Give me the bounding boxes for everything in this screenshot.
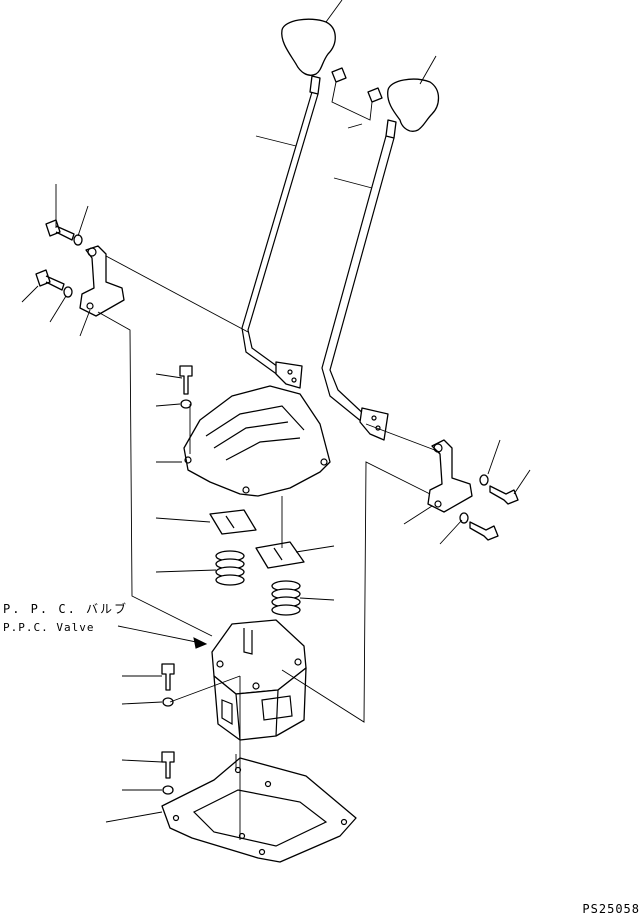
ppc-valve-label-en: P.P.C. Valve: [3, 621, 95, 634]
drawing-code: PS25058: [582, 902, 640, 916]
ppc-valve-body: [214, 668, 306, 740]
left-lever-bracket: [276, 362, 302, 388]
boot-left: [210, 510, 256, 534]
left-lever-knob: [282, 19, 336, 75]
right-bolt-2: [470, 522, 498, 540]
left-washer-2: [64, 287, 72, 297]
left-lever-mount-bracket: [80, 246, 124, 316]
ppc-valve-label-jp: P. P. C. バルブ: [3, 602, 129, 616]
lever-clips: [332, 68, 382, 120]
valve-cover-assembly: [180, 366, 330, 615]
assembly-lines: [98, 256, 440, 840]
left-bolt-2: [36, 270, 64, 290]
left-lever-rod: [242, 92, 318, 378]
valve-washer-1: [163, 698, 173, 706]
valve-bolt-1: [162, 664, 174, 690]
cover-bolt: [180, 366, 192, 394]
cover-washer: [181, 400, 191, 408]
boot-right: [256, 542, 304, 568]
ppc-valve: [212, 620, 306, 740]
right-lever-mount-bracket: [428, 440, 472, 512]
right-bolt-1: [490, 486, 518, 504]
right-lever-bracket: [360, 408, 388, 440]
right-bracket-assembly: [428, 440, 518, 540]
ppc-valve-arrow: [194, 638, 206, 648]
valve-cover: [184, 386, 330, 496]
valve-bolt-2: [162, 752, 174, 778]
right-control-lever: [322, 79, 439, 440]
left-washer-1: [74, 235, 82, 245]
valve-mount-plate: [162, 758, 356, 862]
right-lever-rod: [322, 136, 394, 422]
leader-lines: [22, 0, 530, 822]
left-control-lever: [242, 19, 335, 388]
valve-mount-hardware: [162, 664, 356, 862]
spring-left: [216, 551, 244, 585]
left-bracket-assembly: [36, 220, 124, 316]
right-lever-knob: [388, 79, 439, 131]
spring-right: [272, 581, 300, 615]
right-washer-1: [480, 475, 488, 485]
valve-washer-2: [163, 786, 173, 794]
right-lever-knob-stem: [386, 120, 396, 138]
left-lever-knob-stem: [310, 76, 320, 94]
left-bolt-1: [46, 220, 74, 240]
